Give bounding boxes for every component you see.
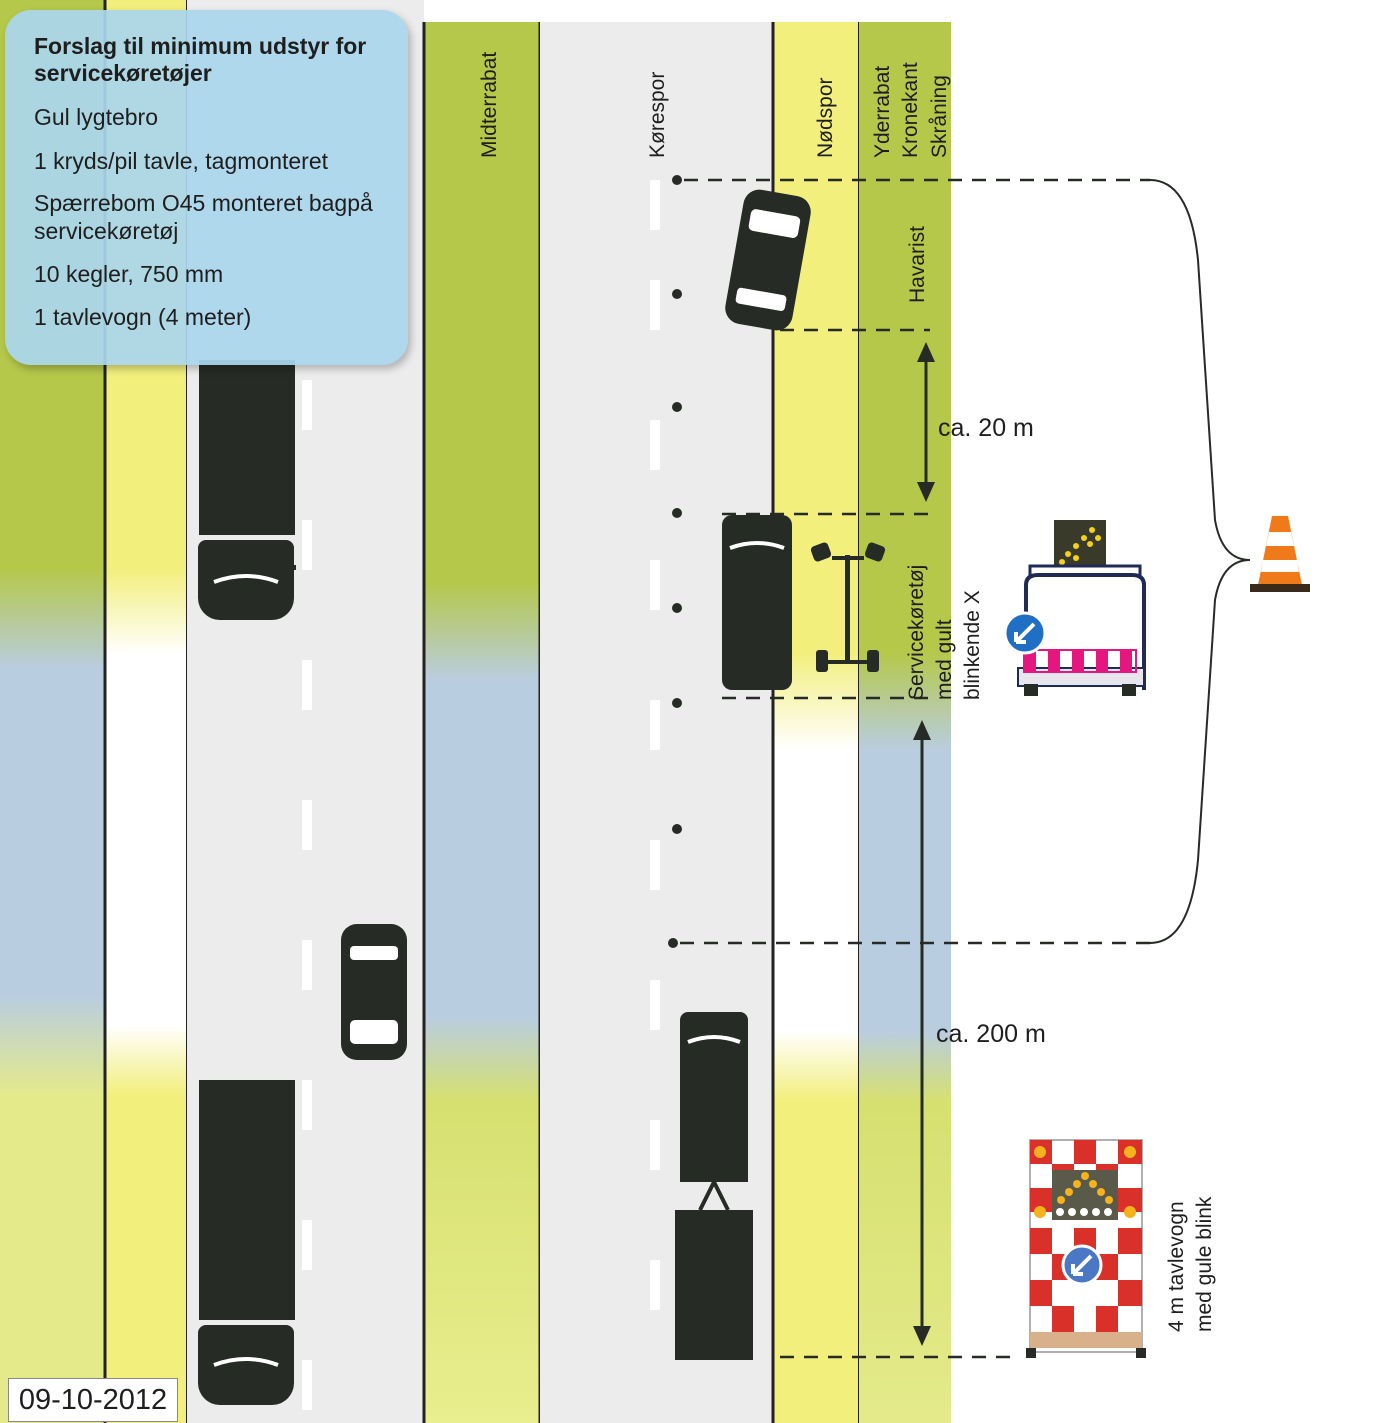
- service-vehicle-rear-illustration: [1003, 520, 1146, 696]
- label-service-line3: blinkende X: [961, 590, 984, 700]
- truck-with-trailer: [675, 1012, 753, 1360]
- label-trailer-line2: med gule blink: [1193, 1196, 1216, 1332]
- label-havarist: Havarist: [906, 226, 929, 303]
- info-item-barrier-boom: Spærrebom O45 monteret bagpå servicekøre…: [34, 190, 373, 244]
- info-box-title: Forslag til minimum udstyr for servicekø…: [34, 33, 367, 86]
- cone-dots: [668, 175, 682, 948]
- label-trailer-line1: 4 m tavlevogn: [1165, 1201, 1188, 1332]
- arrow-200m: [913, 720, 931, 1346]
- cone-range-brace: [1149, 179, 1251, 944]
- truck-top-left: [198, 360, 296, 620]
- label-korespor: Kørespor: [646, 72, 669, 158]
- service-vehicle: [722, 515, 792, 690]
- info-item-cones: 10 kegler, 750 mm: [34, 261, 224, 287]
- label-skraaning: Skråning: [928, 75, 951, 158]
- label-service-line2: med gult: [933, 619, 956, 700]
- info-item-arrow-board: 1 kryds/pil tavle, tagmonteret: [34, 148, 329, 174]
- label-midterrabat: Midterrabat: [478, 52, 501, 158]
- label-kronekant: Kronekant: [899, 62, 922, 158]
- info-item-light-bridge: Gul lygtebro: [34, 104, 159, 130]
- traffic-cone-icon: [1250, 516, 1310, 592]
- dashed-guides: [680, 178, 1150, 1359]
- label-nodspor: Nødspor: [814, 77, 837, 158]
- right-lane-dashes: [650, 180, 660, 1310]
- truck-bottom-left: [198, 1080, 295, 1405]
- broken-down-car: [725, 189, 811, 331]
- label-dist-200: ca. 200 m: [936, 1020, 1046, 1048]
- car-left: [341, 924, 407, 1060]
- median-strip: [424, 22, 540, 1423]
- left-lane-dashes: [302, 380, 312, 1410]
- equipment-info-box: [5, 10, 408, 365]
- barrier-boom: [810, 542, 886, 672]
- outer-verge: [859, 22, 951, 1423]
- label-dist-20: ca. 20 m: [938, 414, 1034, 442]
- sign-trailer-illustration: [1026, 1139, 1146, 1358]
- label-yderrabat: Yderrabat: [871, 66, 894, 158]
- label-service-line1: Servicekøretøj: [905, 565, 928, 700]
- info-item-sign-trailer: 1 tavlevogn (4 meter): [34, 304, 252, 330]
- date-stamp: 09-10-2012: [8, 1378, 178, 1422]
- arrow-20m: [917, 342, 935, 502]
